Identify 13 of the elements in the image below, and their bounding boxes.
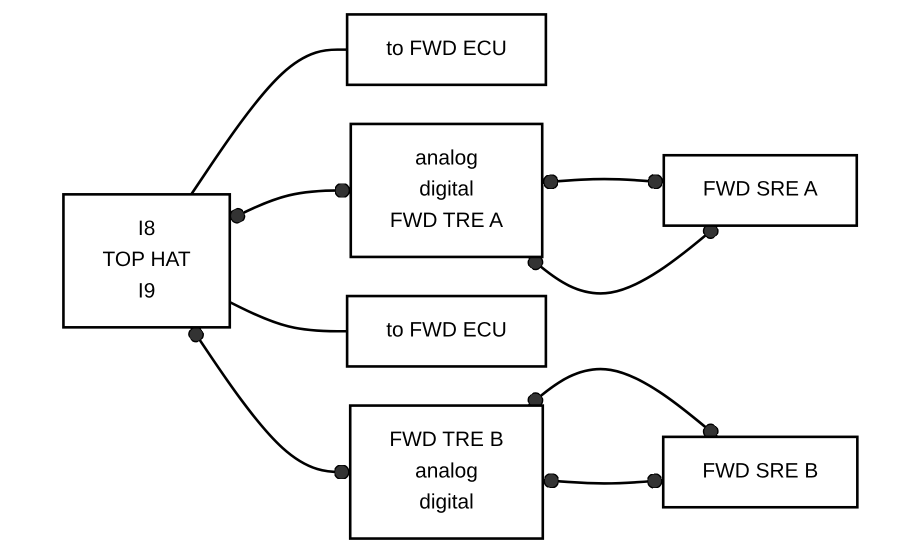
node-box: to FWD ECU xyxy=(345,13,547,86)
node-box: FWD SRE A xyxy=(662,154,858,227)
node-box: to FWD ECU xyxy=(345,294,547,368)
connector xyxy=(188,326,350,480)
connector xyxy=(228,182,350,224)
connector xyxy=(542,472,663,489)
node-box: I8 TOP HAT I9 xyxy=(62,193,231,329)
connector xyxy=(228,300,347,333)
node-box: FWD TRE B analog digital xyxy=(348,404,544,540)
node-box: FWD SRE B xyxy=(662,436,858,509)
connector xyxy=(542,174,664,190)
connector xyxy=(190,48,347,196)
node-box: analog digital FWD TRE A xyxy=(349,122,544,258)
